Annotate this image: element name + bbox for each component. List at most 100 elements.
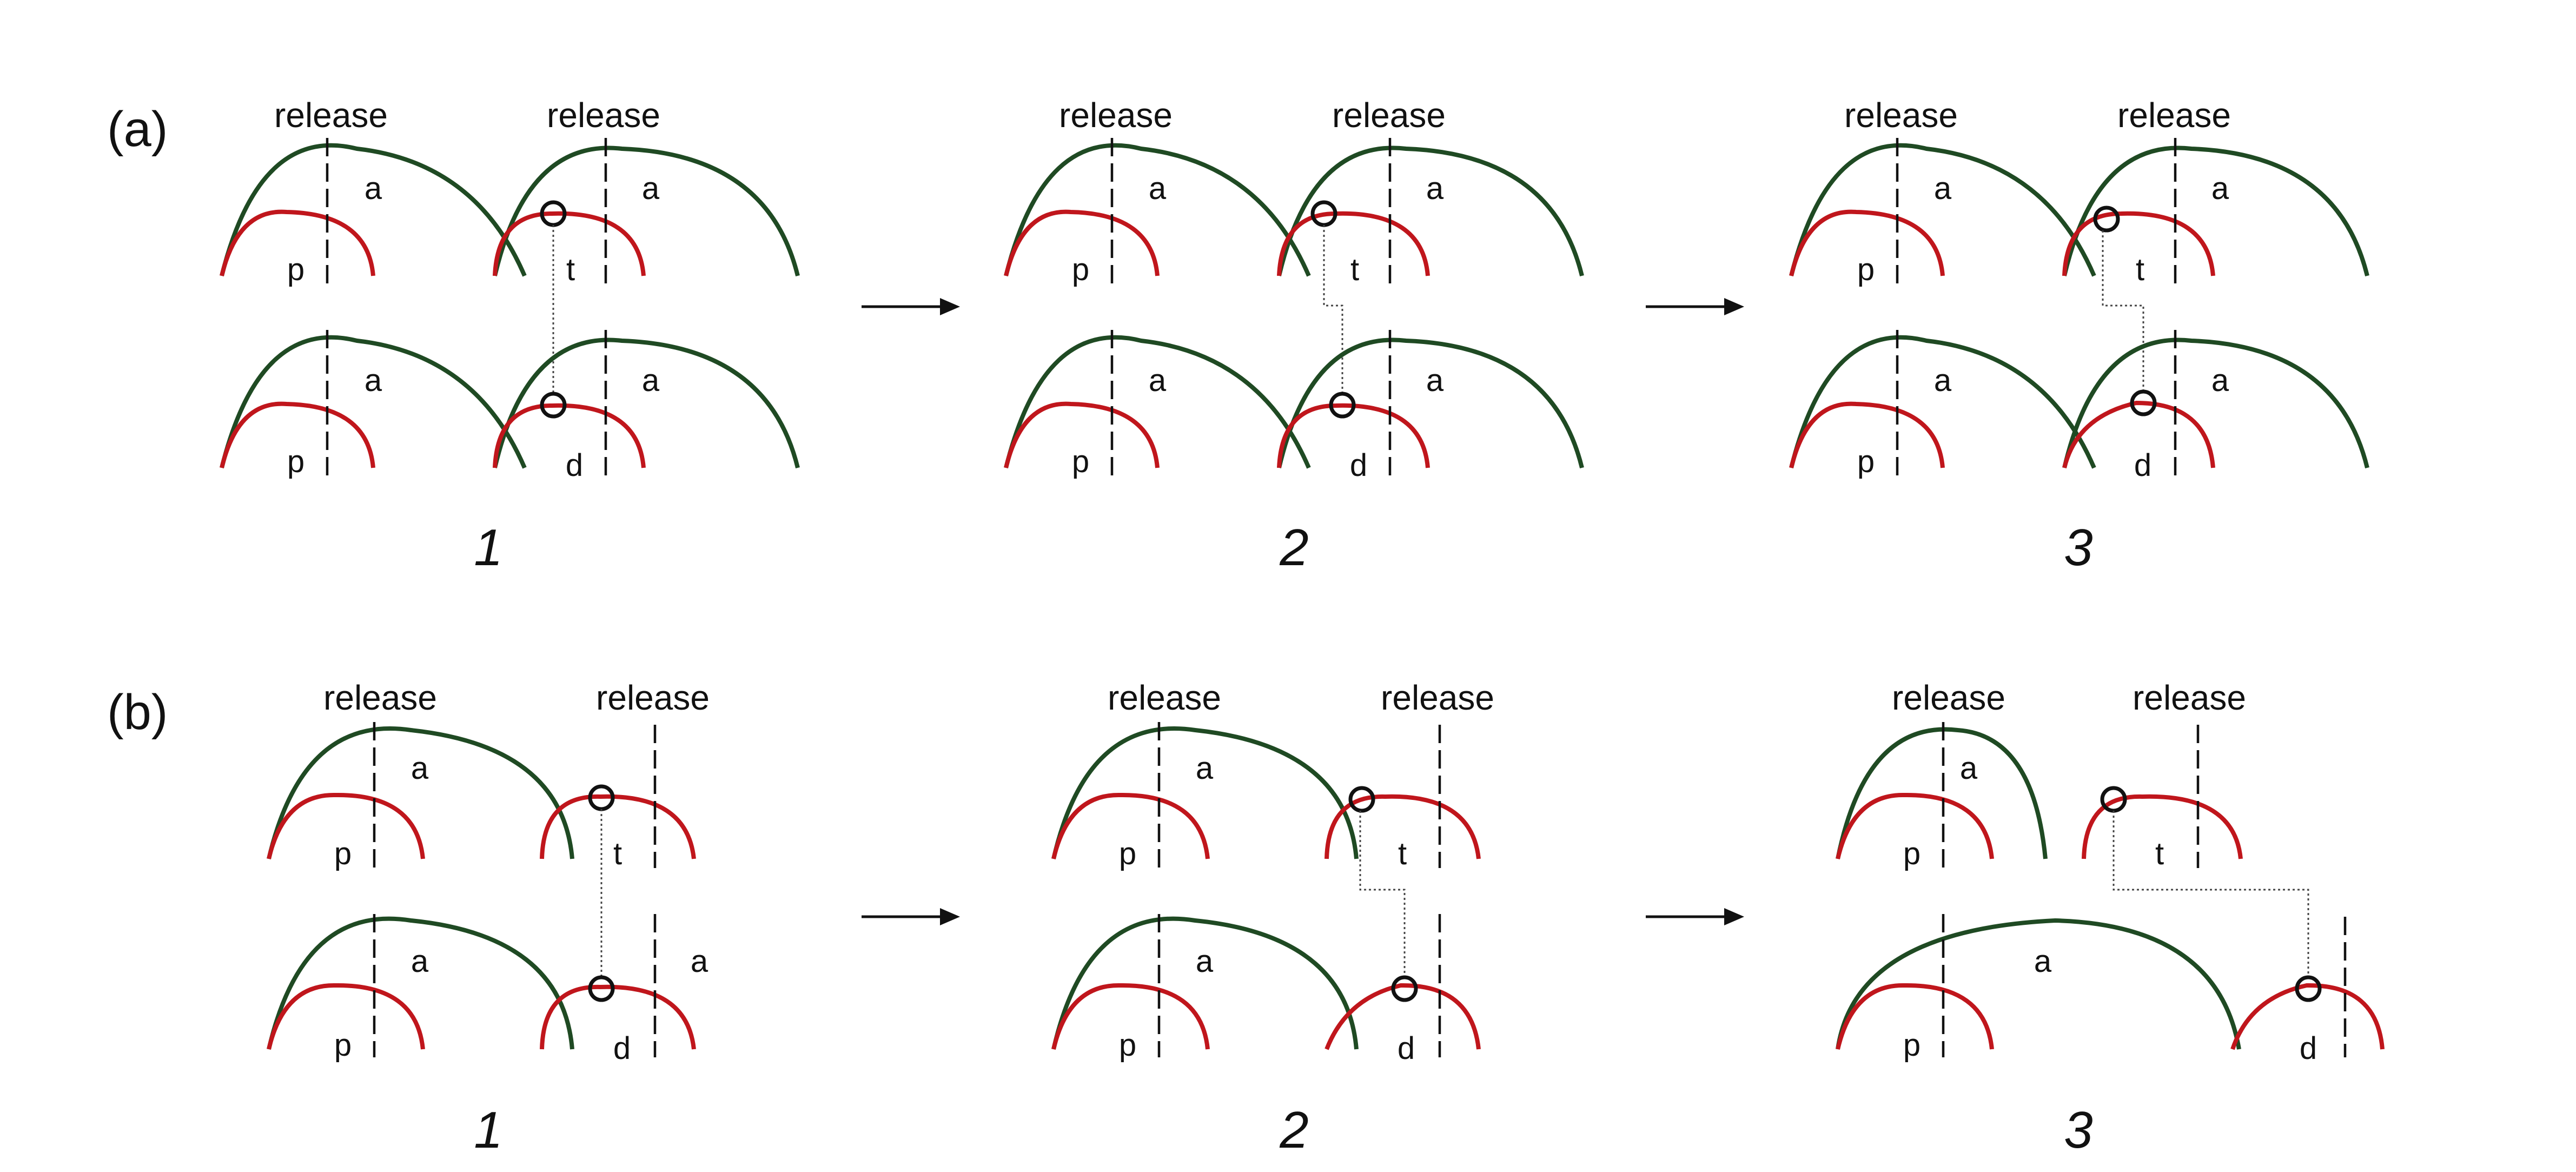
green-arc: [1836, 727, 2048, 859]
segment-label-p: p: [1119, 836, 1136, 871]
segment-label-p: p: [1072, 252, 1089, 287]
junction-circle: [2295, 975, 2322, 1002]
red-arc: [2062, 211, 2215, 276]
red-arc: [1051, 792, 1210, 859]
row-label-b: (b): [107, 685, 168, 740]
red-arc: [1004, 209, 1160, 276]
segment-label-p: p: [1072, 444, 1089, 479]
green-arc: [1789, 335, 2096, 469]
segment-label-a: a: [365, 171, 382, 206]
dotted-connector: [1359, 811, 1406, 978]
segment-label-a: a: [2211, 171, 2229, 206]
red-arc: [1836, 792, 1994, 859]
segment-label-p: p: [1903, 836, 1921, 871]
red-arc: [2062, 400, 2215, 468]
red-arc: [540, 794, 696, 859]
release-label: release: [547, 96, 660, 135]
segment-label-p: p: [334, 836, 352, 871]
red-arc: [1051, 983, 1210, 1050]
green-arc: [1277, 337, 1584, 468]
green-arc: [1004, 335, 1311, 469]
green-arc: [220, 143, 527, 277]
release-label: release: [1059, 96, 1173, 135]
red-arc: [2230, 983, 2385, 1050]
segment-label-a: a: [691, 944, 708, 979]
segment-label-a: a: [1149, 171, 1167, 206]
green-arc: [1051, 916, 1359, 1050]
segment-label-a: a: [1196, 751, 1214, 786]
segment-label-d: d: [2134, 448, 2151, 483]
green-arc: [1789, 143, 2096, 277]
step-label: 3: [2064, 1101, 2092, 1159]
segment-label-a: a: [2211, 363, 2229, 398]
segment-label-p: p: [1903, 1028, 1921, 1063]
release-label: release: [323, 678, 437, 717]
step-label: 2: [1279, 519, 1308, 577]
segment-label-a: a: [1149, 363, 1167, 398]
release-label: release: [596, 678, 710, 717]
panel-b-1: release release a p t a a p d 1: [267, 678, 710, 1159]
red-arc: [1789, 401, 1945, 468]
red-arc: [1004, 401, 1160, 468]
release-label: release: [274, 96, 388, 135]
row-label-a: (a): [107, 102, 168, 157]
segment-label-d: d: [613, 1031, 631, 1066]
green-arc: [220, 335, 527, 469]
junction-circle: [1329, 392, 1356, 419]
release-label: release: [2117, 96, 2231, 135]
segment-label-a: a: [365, 363, 382, 398]
segment-label-a: a: [1960, 751, 1978, 786]
segment-label-t: t: [2136, 252, 2144, 287]
red-arc: [540, 984, 696, 1050]
green-arc: [1004, 143, 1311, 277]
segment-label-p: p: [1119, 1028, 1136, 1063]
red-arc: [1325, 983, 1481, 1050]
segment-label-a: a: [642, 363, 660, 398]
segment-label-t: t: [1350, 252, 1359, 287]
segment-label-t: t: [1398, 836, 1407, 871]
segment-label-p: p: [334, 1028, 352, 1063]
release-label: release: [1892, 678, 2005, 717]
dotted-connector: [1323, 225, 1343, 394]
green-arc: [1051, 726, 1359, 859]
green-arc: [2062, 337, 2369, 468]
panel-b-3: release release a p t a p d 3: [1836, 678, 2385, 1159]
segment-label-t: t: [566, 252, 575, 287]
red-arc: [220, 401, 375, 468]
segment-label-a: a: [642, 171, 660, 206]
red-arc: [267, 792, 425, 859]
green-arc: [1836, 918, 2241, 1050]
red-arc: [1277, 403, 1430, 468]
segment-label-t: t: [613, 836, 622, 871]
release-label: release: [1844, 96, 1958, 135]
segment-label-a: a: [411, 944, 429, 979]
transition-arrow: [862, 908, 960, 925]
panel-a-2: release release a a p t a a p d 2: [1004, 96, 1584, 577]
red-arc: [267, 983, 425, 1050]
step-label: 1: [474, 1101, 502, 1159]
segment-label-a: a: [1934, 363, 1952, 398]
segment-label-a: a: [2034, 944, 2052, 979]
red-arc: [1325, 794, 1481, 859]
segment-label-d: d: [566, 448, 583, 483]
segment-label-d: d: [1398, 1031, 1415, 1066]
red-arc: [1789, 209, 1945, 276]
release-label: release: [1108, 678, 1221, 717]
segment-label-a: a: [1934, 171, 1952, 206]
green-arc: [2062, 145, 2369, 276]
green-arc: [1277, 145, 1584, 276]
red-arc: [1836, 983, 1994, 1050]
segment-label-a: a: [1426, 363, 1444, 398]
segment-label-a: a: [411, 751, 429, 786]
junction-circle: [1391, 975, 1418, 1002]
red-arc: [2082, 794, 2243, 859]
segment-label-p: p: [1857, 252, 1875, 287]
dotted-connector: [2113, 811, 2309, 978]
segment-label-p: p: [287, 252, 304, 287]
panel-b-2: release release a p t a p d 2: [1051, 678, 1494, 1159]
green-arc: [493, 337, 800, 468]
release-label: release: [1332, 96, 1446, 135]
junction-circle: [1348, 786, 1375, 813]
red-arc: [493, 211, 646, 276]
